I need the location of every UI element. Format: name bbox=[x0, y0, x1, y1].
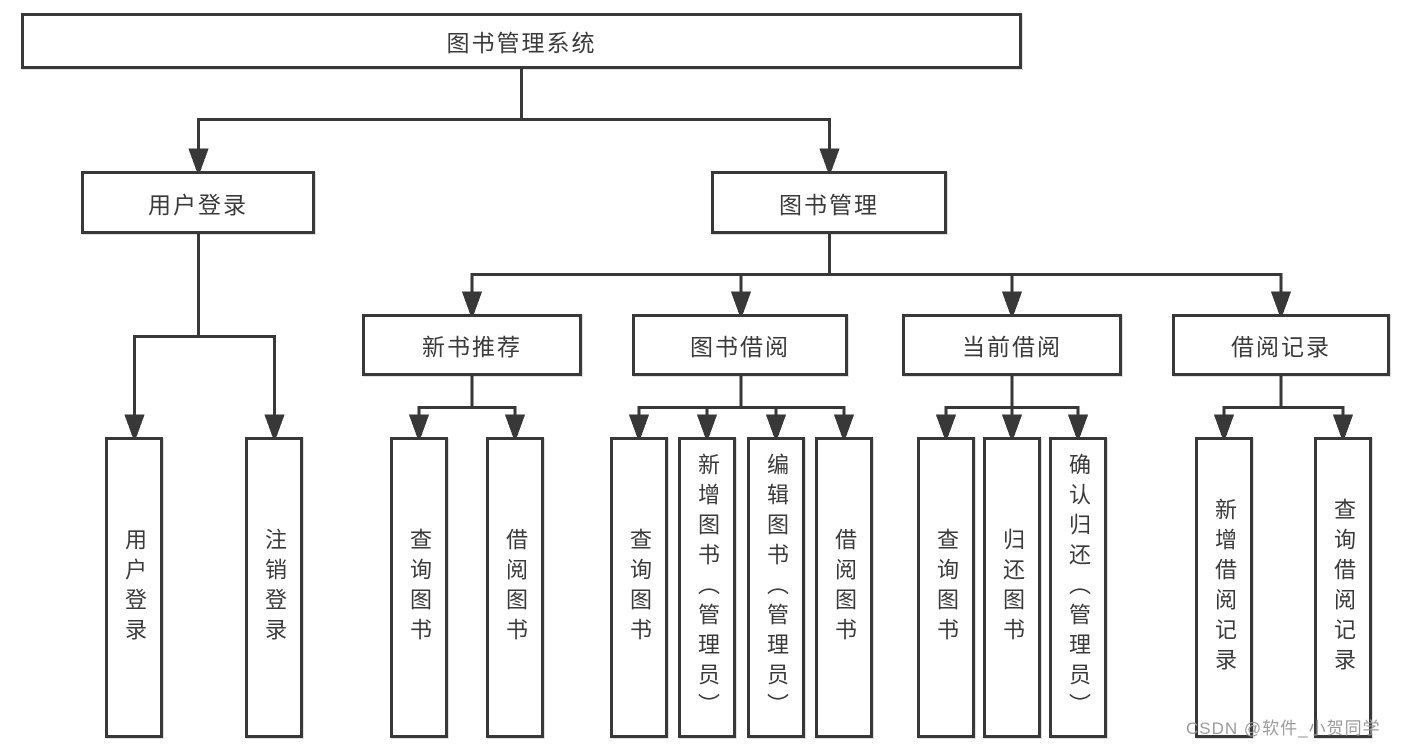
node-label: 查询借阅记录 bbox=[1331, 497, 1356, 678]
node-label: 归还图书 bbox=[1000, 527, 1025, 648]
node-book-management: 图书管理 bbox=[711, 171, 947, 234]
arrowhead-leaf bbox=[1067, 414, 1089, 443]
node-label: 图书管理 bbox=[779, 191, 879, 218]
arrowhead-level3 bbox=[461, 291, 483, 320]
arrowhead-leaf bbox=[628, 414, 650, 443]
node-label: 注销登录 bbox=[262, 527, 287, 648]
arrowhead-level3 bbox=[1270, 291, 1292, 320]
node-current-borrow: 当前借阅 bbox=[902, 314, 1122, 376]
arrowhead-leaf bbox=[833, 414, 855, 443]
node-new-book-recommend: 新书推荐 bbox=[362, 314, 582, 376]
leaf-borrow-books: 借阅图书 bbox=[486, 437, 544, 738]
node-label: 用户登录 bbox=[122, 527, 147, 648]
node-label: 图书借阅 bbox=[690, 334, 790, 360]
leaf-return-books: 归还图书 bbox=[983, 437, 1041, 738]
node-label: 当前借阅 bbox=[962, 334, 1062, 360]
node-label: 新增借阅记录 bbox=[1212, 497, 1237, 678]
leaf-edit-books-admin: 编辑图书（管理员） bbox=[747, 437, 805, 738]
node-label: 查询图书 bbox=[934, 527, 959, 648]
arrowhead-leaf bbox=[765, 414, 787, 443]
arrowhead-level3 bbox=[730, 291, 752, 320]
node-user-login: 用户登录 bbox=[81, 171, 315, 234]
arrowhead-leaf bbox=[1332, 414, 1354, 443]
node-label: 编辑图书（管理员） bbox=[764, 452, 789, 723]
arrowhead-level3 bbox=[1001, 291, 1023, 320]
leaf-logout: 注销登录 bbox=[245, 437, 303, 738]
arrowhead-leaf bbox=[696, 414, 718, 443]
arrowhead-leaf bbox=[1001, 414, 1023, 443]
arrowhead-leaf bbox=[408, 414, 430, 443]
node-label: 查询图书 bbox=[627, 527, 652, 648]
node-borrow-record: 借阅记录 bbox=[1172, 314, 1390, 376]
leaf-add-books-admin: 新增图书（管理员） bbox=[678, 437, 736, 738]
leaf-user-login: 用户登录 bbox=[105, 437, 163, 738]
leaf-query-books: 查询图书 bbox=[610, 437, 668, 738]
node-label: 借阅图书 bbox=[832, 527, 857, 648]
node-root-system: 图书管理系统 bbox=[21, 13, 1022, 69]
arrowhead-leaf bbox=[264, 414, 285, 443]
node-label: 图书管理系统 bbox=[446, 30, 597, 56]
node-label: 借阅记录 bbox=[1231, 334, 1331, 360]
node-label: 查询图书 bbox=[407, 527, 432, 648]
node-label: 新书推荐 bbox=[422, 334, 522, 360]
leaf-add-borrow-record: 新增借阅记录 bbox=[1195, 437, 1253, 738]
node-book-borrow: 图书借阅 bbox=[632, 314, 848, 376]
leaf-confirm-return-admin: 确认归还（管理员） bbox=[1049, 437, 1107, 738]
node-label: 用户登录 bbox=[148, 191, 248, 218]
arrowhead-leaf bbox=[124, 414, 145, 443]
arrowhead-book-mgmt bbox=[819, 148, 840, 177]
node-label: 新增图书（管理员） bbox=[695, 452, 720, 723]
node-label: 确认归还（管理员） bbox=[1066, 452, 1091, 723]
leaf-query-books: 查询图书 bbox=[390, 437, 448, 738]
leaf-query-borrow-record: 查询借阅记录 bbox=[1314, 437, 1372, 738]
arrowhead-leaf bbox=[504, 414, 526, 443]
leaf-borrow-books: 借阅图书 bbox=[815, 437, 873, 738]
node-label: 借阅图书 bbox=[503, 527, 528, 648]
arrowhead-leaf bbox=[1213, 414, 1235, 443]
arrowhead-leaf bbox=[935, 414, 957, 443]
arrowhead-user-login bbox=[188, 148, 209, 177]
leaf-query-books: 查询图书 bbox=[917, 437, 975, 738]
csdn-watermark: CSDN @软件_小贺同学 bbox=[1186, 719, 1381, 738]
